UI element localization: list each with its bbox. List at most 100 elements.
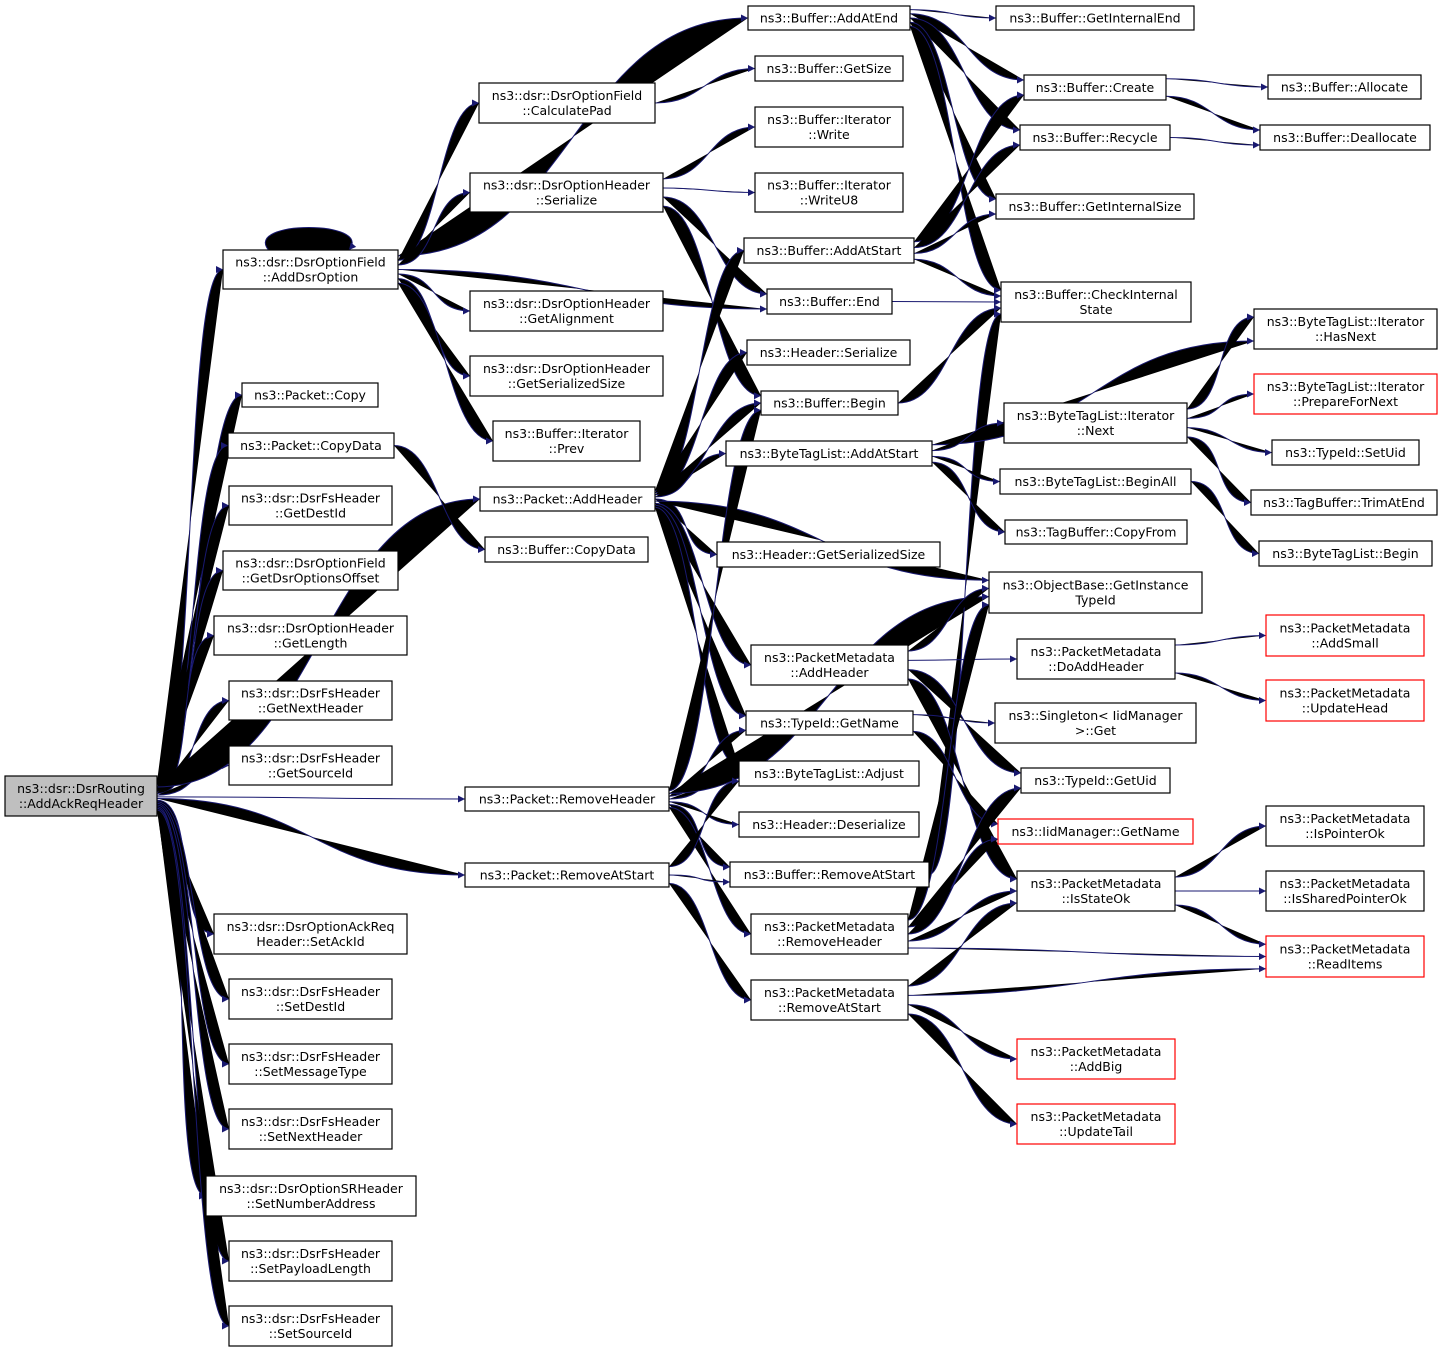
- graph-node[interactable]: ns3::Header::Serialize: [746, 339, 911, 366]
- graph-node[interactable]: ns3::PacketMetadata::IsStateOk: [1016, 870, 1176, 912]
- graph-node[interactable]: ns3::Packet::AddHeader: [479, 486, 656, 512]
- call-edge: [907, 655, 1018, 663]
- call-edge: [1174, 672, 1267, 704]
- graph-node[interactable]: ns3::Buffer::Iterator::Prev: [492, 420, 641, 462]
- graph-node[interactable]: ns3::Header::Deserialize: [738, 811, 920, 838]
- node-label-line: ns3::Buffer::Deallocate: [1273, 130, 1417, 145]
- graph-node[interactable]: ns3::Buffer::CopyData: [484, 536, 649, 563]
- node-box: [750, 979, 909, 1021]
- node-label-line: ns3::TypeId::SetUid: [1285, 445, 1406, 460]
- node-box: [995, 193, 1195, 220]
- node-box: [746, 339, 911, 366]
- graph-node[interactable]: ns3::PacketMetadata::RemoveAtStart: [750, 979, 909, 1021]
- node-label-line: ::AddAckReqHeader: [19, 796, 144, 811]
- node-box: [747, 5, 911, 31]
- graph-node[interactable]: ns3::Packet::Copy: [241, 382, 379, 408]
- graph-node[interactable]: ns3::Packet::CopyData: [227, 432, 395, 459]
- call-edge: [654, 506, 740, 770]
- node-box: [725, 440, 933, 467]
- graph-node[interactable]: ns3::PacketMetadata::RemoveHeader: [750, 913, 909, 955]
- graph-node[interactable]: ns3::dsr::DsrFsHeader::SetNextHeader: [228, 1108, 393, 1150]
- graph-node[interactable]: ns3::dsr::DsrOptionHeader::Serialize: [469, 172, 664, 213]
- graph-node[interactable]: ns3::ByteTagList::Iterator::Next: [1003, 402, 1188, 444]
- call-edge: [668, 726, 747, 797]
- graph-node[interactable]: ns3::PacketMetadata::AddBig: [1016, 1038, 1176, 1080]
- graph-node[interactable]: ns3::Buffer::AddAtEnd: [747, 5, 911, 31]
- node-label-line: TypeId: [1074, 593, 1115, 608]
- call-edge: [668, 801, 740, 828]
- graph-node[interactable]: ns3::ByteTagList::Iterator::HasNext: [1253, 308, 1438, 350]
- graph-node[interactable]: ns3::TypeId::GetUid: [1020, 767, 1171, 794]
- call-edge: [907, 584, 990, 652]
- graph-node[interactable]: ns3::dsr::DsrRouting::AddAckReqHeader: [4, 775, 158, 817]
- graph-node[interactable]: ns3::dsr::DsrOptionField::GetDsrOptionsO…: [222, 550, 399, 591]
- graph-node[interactable]: ns3::Header::GetSerializedSize: [716, 541, 941, 568]
- node-box: [1253, 308, 1438, 350]
- node-box: [1004, 519, 1188, 545]
- graph-node[interactable]: ns3::dsr::DsrFsHeader::GetDestId: [228, 485, 393, 526]
- call-edge: [654, 450, 727, 498]
- graph-node[interactable]: ns3::TagBuffer::CopyFrom: [1004, 519, 1188, 545]
- graph-node[interactable]: ns3::dsr::DsrOptionAckReqHeader::SetAckI…: [213, 913, 408, 955]
- graph-node[interactable]: ns3::dsr::DsrOptionField::AddDsrOption: [222, 249, 399, 290]
- graph-node[interactable]: ns3::dsr::DsrOptionField::CalculatePad: [478, 82, 656, 124]
- graph-node[interactable]: ns3::TagBuffer::TrimAtEnd: [1250, 489, 1438, 516]
- graph-node[interactable]: ns3::TypeId::SetUid: [1271, 439, 1420, 466]
- graph-node[interactable]: ns3::dsr::DsrOptionHeader::GetAlignment: [469, 290, 664, 332]
- graph-node[interactable]: ns3::Buffer::Allocate: [1267, 74, 1422, 100]
- graph-node[interactable]: ns3::Packet::RemoveAtStart: [464, 862, 670, 888]
- node-label-line: ::ReadItems: [1308, 957, 1383, 972]
- graph-node[interactable]: ns3::PacketMetadata::IsPointerOk: [1265, 805, 1425, 847]
- graph-node[interactable]: ns3::ByteTagList::Adjust: [738, 760, 920, 787]
- graph-node[interactable]: ns3::ByteTagList::Iterator::PrepareForNe…: [1253, 373, 1438, 415]
- graph-node[interactable]: ns3::Buffer::Iterator::WriteU8: [754, 172, 904, 213]
- node-box: [1267, 74, 1422, 100]
- graph-node[interactable]: ns3::Buffer::Deallocate: [1259, 124, 1431, 151]
- graph-node[interactable]: ns3::Packet::RemoveHeader: [464, 786, 670, 812]
- graph-node[interactable]: ns3::ByteTagList::BeginAll: [999, 468, 1192, 495]
- call-edge: [907, 947, 1267, 960]
- graph-node[interactable]: ns3::Buffer::GetInternalSize: [995, 193, 1195, 220]
- node-label-line: ::DoAddHeader: [1048, 659, 1144, 674]
- graph-node[interactable]: ns3::dsr::DsrFsHeader::SetDestId: [228, 978, 393, 1020]
- graph-node[interactable]: ns3::dsr::DsrOptionHeader::GetLength: [213, 615, 408, 656]
- graph-node[interactable]: ns3::dsr::DsrOptionHeader::GetSerialized…: [469, 355, 664, 397]
- graph-node[interactable]: ns3::Buffer::Iterator::Write: [754, 106, 904, 148]
- graph-node[interactable]: ns3::PacketMetadata::IsSharedPointerOk: [1265, 870, 1425, 912]
- graph-node[interactable]: ns3::dsr::DsrFsHeader::GetSourceId: [228, 745, 393, 786]
- graph-node[interactable]: ns3::dsr::DsrFsHeader::SetSourceId: [228, 1305, 393, 1347]
- node-box: [469, 290, 664, 332]
- graph-node[interactable]: ns3::Buffer::GetSize: [754, 55, 904, 82]
- node-label-line: ns3::TypeId::GetUid: [1034, 773, 1156, 788]
- graph-node[interactable]: ns3::ByteTagList::AddAtStart: [725, 440, 933, 467]
- node-label-line: ::IsSharedPointerOk: [1283, 891, 1407, 906]
- graph-node[interactable]: ns3::PacketMetadata::DoAddHeader: [1016, 638, 1176, 680]
- graph-node[interactable]: ns3::Buffer::End: [766, 288, 893, 315]
- graph-node[interactable]: ns3::dsr::DsrFsHeader::SetMessageType: [228, 1043, 393, 1085]
- graph-node[interactable]: ns3::Buffer::Begin: [760, 390, 899, 416]
- graph-node[interactable]: ns3::PacketMetadata::ReadItems: [1265, 935, 1425, 978]
- graph-node[interactable]: ns3::PacketMetadata::AddSmall: [1265, 614, 1425, 657]
- node-label-line: ns3::PacketMetadata: [764, 650, 895, 665]
- graph-node[interactable]: ns3::Singleton< IidManager>::Get: [994, 702, 1197, 744]
- node-box: [1250, 489, 1438, 516]
- graph-node[interactable]: ns3::dsr::DsrFsHeader::GetNextHeader: [228, 680, 393, 721]
- node-box: [222, 550, 399, 591]
- graph-node[interactable]: ns3::PacketMetadata::UpdateTail: [1016, 1103, 1176, 1145]
- graph-node[interactable]: ns3::dsr::DsrFsHeader::SetPayloadLength: [228, 1240, 393, 1282]
- graph-node[interactable]: ns3::Buffer::AddAtStart: [743, 237, 915, 264]
- graph-node[interactable]: ns3::Buffer::Recycle: [1019, 124, 1171, 151]
- graph-node[interactable]: ns3::PacketMetadata::UpdateHead: [1265, 679, 1425, 722]
- node-label-line: ns3::PacketMetadata: [1031, 644, 1162, 659]
- graph-node[interactable]: ns3::dsr::DsrOptionSRHeader::SetNumberAd…: [205, 1175, 417, 1217]
- graph-node[interactable]: ns3::Buffer::Create: [1023, 74, 1167, 101]
- graph-node[interactable]: ns3::ByteTagList::Begin: [1258, 540, 1433, 567]
- graph-node[interactable]: ns3::Buffer::GetInternalEnd: [995, 5, 1195, 31]
- graph-node[interactable]: ns3::PacketMetadata::AddHeader: [750, 644, 909, 686]
- call-edge: [913, 141, 1021, 249]
- graph-node[interactable]: ns3::Buffer::RemoveAtStart: [729, 861, 930, 888]
- graph-node[interactable]: ns3::TypeId::GetName: [745, 710, 914, 736]
- graph-node[interactable]: ns3::IidManager::GetName: [997, 818, 1194, 845]
